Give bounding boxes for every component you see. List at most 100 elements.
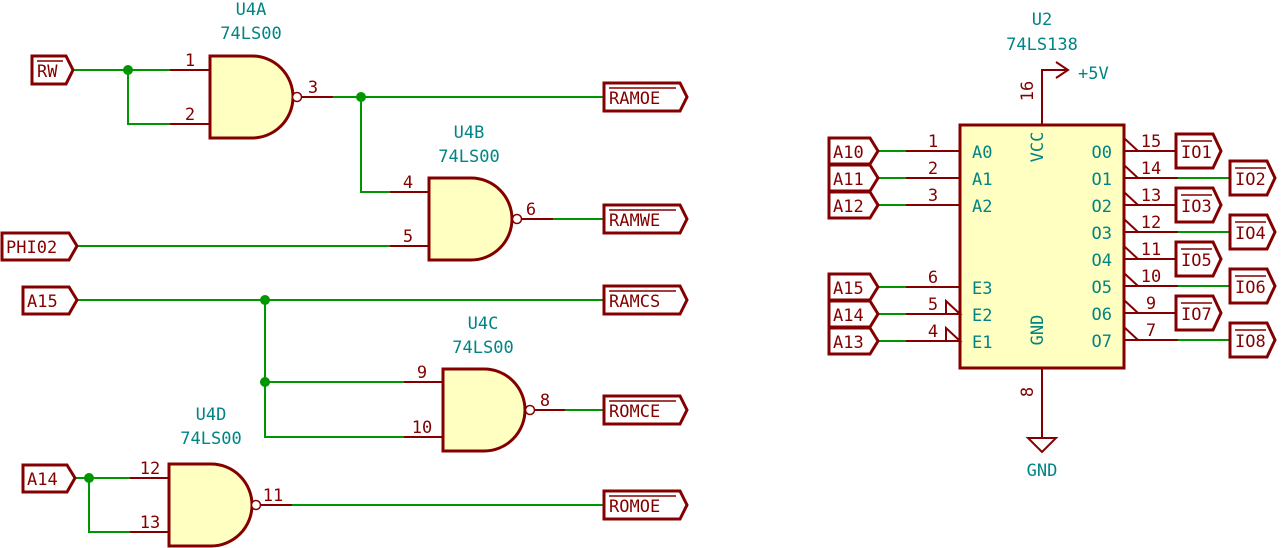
pin-number: 11 xyxy=(1141,240,1161,260)
label-text: IO4 xyxy=(1235,224,1266,244)
power-symbol-vcc: +5V 16 xyxy=(1018,61,1109,125)
nand-gate-u4a[interactable]: U4A 74LS00 1 2 3 xyxy=(170,0,333,140)
gate-value: 74LS00 xyxy=(180,429,241,449)
label-text: IO3 xyxy=(1181,197,1212,217)
pin-number: 11 xyxy=(263,486,283,506)
gate-ref: U4D xyxy=(196,405,227,425)
wire-u4b-pin4 xyxy=(360,97,390,193)
pin-name-gnd: GND xyxy=(1028,315,1048,346)
pin-name: O2 xyxy=(1092,197,1112,217)
junctions xyxy=(84,65,366,483)
input-label[interactable]: A12 xyxy=(827,190,880,220)
pin-name: E3 xyxy=(972,279,992,299)
gate-ref: U4C xyxy=(468,314,499,334)
input-label[interactable]: A10 xyxy=(827,136,880,166)
label-text: ROMOE xyxy=(609,497,660,517)
decoder-outputs: IO115O0IO214O1IO313O2IO412O3IO511O4IO610… xyxy=(1092,132,1277,359)
label-text: IO2 xyxy=(1235,170,1266,190)
input-label-a14[interactable]: A14 xyxy=(21,463,77,494)
output-label[interactable]: IO4 xyxy=(1228,213,1277,251)
active-low-indicator-icon xyxy=(1123,272,1139,287)
input-label-phi02[interactable]: PHI02 xyxy=(0,231,79,262)
gate-ref: U4B xyxy=(454,123,485,143)
inversion-bubble xyxy=(524,404,536,416)
active-low-indicator-icon xyxy=(945,325,963,342)
output-label-romce[interactable]: ROMCE xyxy=(602,394,689,426)
pin-number: 15 xyxy=(1141,132,1161,152)
pin-number: 10 xyxy=(1141,267,1161,287)
gate-body xyxy=(441,367,527,453)
decoder-u2[interactable]: U2 74LS138 +5V 16 GND 8 VCC GND A101A0A1… xyxy=(827,10,1277,481)
output-label-ramwe[interactable]: RAMWE xyxy=(602,203,689,235)
label-text: RAMOE xyxy=(609,89,660,109)
input-label-rw[interactable]: RW xyxy=(30,54,75,86)
active-low-indicator-icon xyxy=(1123,137,1139,152)
input-label[interactable]: A15 xyxy=(827,272,880,302)
output-label-ramoe[interactable]: RAMOE xyxy=(602,81,689,113)
output-label[interactable]: IO2 xyxy=(1228,159,1277,197)
inversion-bubble xyxy=(291,91,303,103)
output-label[interactable]: IO8 xyxy=(1228,321,1277,359)
pin-name: A0 xyxy=(972,143,992,163)
junction-dot xyxy=(356,92,366,102)
input-label-a15[interactable]: A15 xyxy=(21,285,79,316)
output-label[interactable]: IO3 xyxy=(1174,186,1223,224)
pin-number: 5 xyxy=(403,227,413,247)
pin-number: 9 xyxy=(1146,294,1156,314)
junction-dot xyxy=(123,65,133,75)
output-label[interactable]: IO7 xyxy=(1174,294,1223,332)
wire-rw-pin2 xyxy=(127,70,170,125)
output-label-ramcs[interactable]: RAMCS xyxy=(602,284,689,316)
label-text: A15 xyxy=(27,292,58,312)
output-label[interactable]: IO5 xyxy=(1174,240,1223,278)
pin-number: 9 xyxy=(417,363,427,383)
gate-body xyxy=(427,176,514,262)
pin-number: 16 xyxy=(1018,81,1038,101)
gate-body xyxy=(167,462,254,548)
input-label[interactable]: A11 xyxy=(827,163,880,193)
nand-gate-u4b[interactable]: U4B 74LS00 4 5 6 xyxy=(390,123,553,262)
junction-dot xyxy=(84,473,94,483)
junction-dot xyxy=(260,377,270,387)
output-label-romoe[interactable]: ROMOE xyxy=(602,489,689,521)
pin-name: O0 xyxy=(1092,143,1112,163)
gate-value: 74LS00 xyxy=(220,24,281,44)
wire-a15-u4c xyxy=(264,300,404,438)
pin-number: 5 xyxy=(928,295,938,315)
label-text: IO6 xyxy=(1235,278,1266,298)
input-label[interactable]: A14 xyxy=(827,299,880,329)
pin-number: 14 xyxy=(1141,159,1161,179)
nand-gate-u4d[interactable]: U4D 74LS00 12 13 11 xyxy=(130,405,292,548)
output-label[interactable]: IO6 xyxy=(1228,267,1277,305)
input-label[interactable]: A13 xyxy=(827,326,880,356)
nand-gate-u4c[interactable]: U4C 74LS00 9 10 8 xyxy=(404,314,565,453)
label-text: A14 xyxy=(833,306,864,326)
pin-name: O3 xyxy=(1092,224,1112,244)
active-low-indicator-icon xyxy=(945,298,963,315)
active-low-indicator-icon xyxy=(1123,218,1139,233)
gate-value: 74LS00 xyxy=(452,338,513,358)
output-label[interactable]: IO1 xyxy=(1174,132,1223,170)
active-low-indicator-icon xyxy=(1123,326,1139,341)
pin-number: 4 xyxy=(928,322,938,342)
power-symbol-gnd: GND 8 xyxy=(1018,368,1059,481)
label-text: RW xyxy=(37,62,58,82)
pin-name: A1 xyxy=(972,170,992,190)
label-text: IO7 xyxy=(1181,305,1212,325)
label-text: A10 xyxy=(833,143,864,163)
active-low-indicator-icon xyxy=(1123,245,1139,260)
